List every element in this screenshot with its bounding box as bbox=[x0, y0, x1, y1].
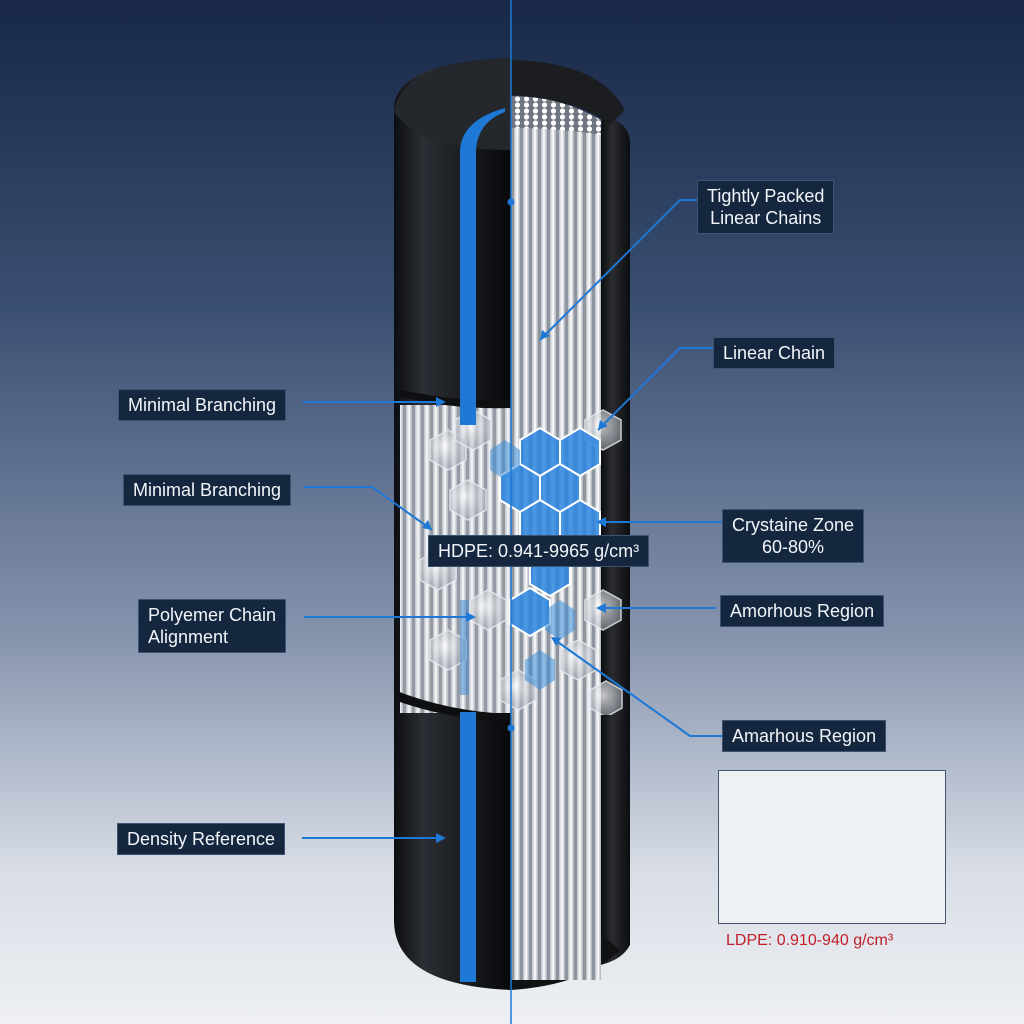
label-linear-chain: Linear Chain bbox=[713, 337, 836, 369]
label-minimal-branching-2: Minimal Branching bbox=[123, 474, 292, 506]
label-minimal-branching-1: Minimal Branching bbox=[118, 389, 287, 421]
label-density-reference: Density Reference bbox=[117, 823, 286, 855]
ldpe-inset-panel bbox=[718, 770, 946, 924]
label-polymer-chain-alignment: Polyemer Chain Alignment bbox=[138, 599, 287, 653]
label-tightly-packed-linear-chains: Tightly Packed Linear Chains bbox=[697, 180, 835, 234]
label-ldpe-density: LDPE: 0.910-940 g/cm³ bbox=[726, 932, 894, 949]
label-hdpe-density: HDPE: 0.941-9965 g/cm³ bbox=[428, 535, 650, 567]
label-amorphous-region-1: Amorhous Region bbox=[720, 595, 885, 627]
label-amorphous-region-2: Amarhous Region bbox=[722, 720, 887, 752]
label-crystalline-zone: Crystaine Zone 60-80% bbox=[722, 509, 865, 563]
